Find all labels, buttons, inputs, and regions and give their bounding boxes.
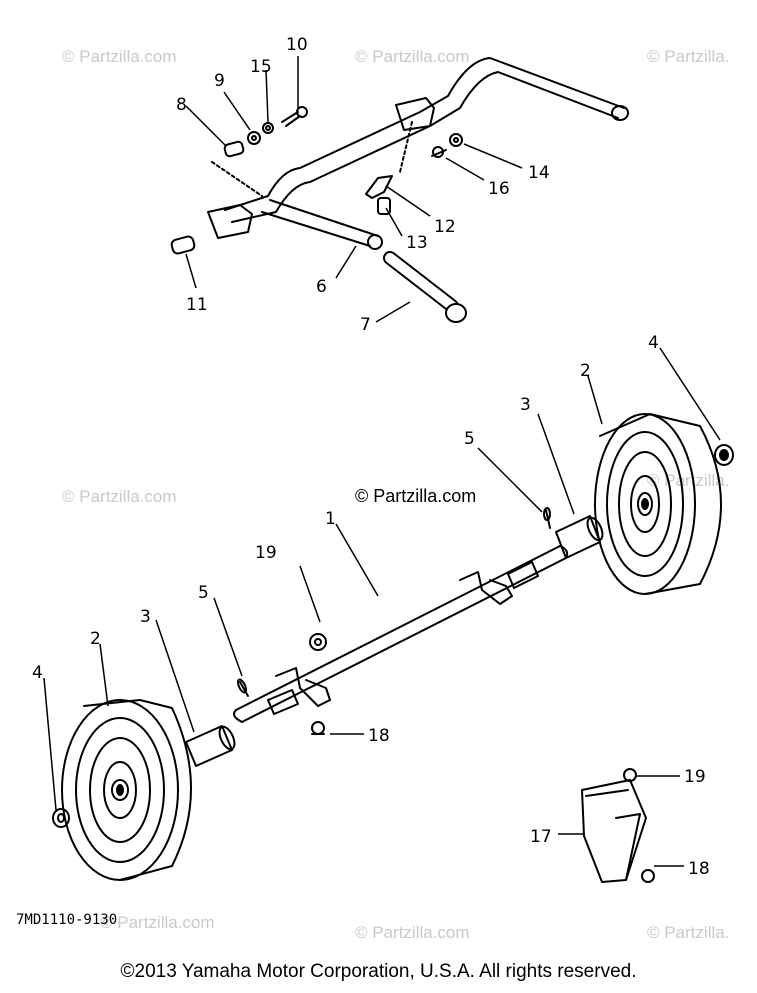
callout-number: 11 [186,295,208,315]
watermark: © Partzilla.com [62,487,177,506]
callout-number: 5 [198,583,209,603]
watermark: © Partzilla.com [355,486,476,506]
callout-number: 15 [250,57,272,77]
watermark: © Partzilla.com [62,47,177,66]
watermark: © Partzilla. [647,923,729,942]
callout-number: 4 [32,663,43,683]
callout-number: 6 [316,277,327,297]
callout-number: 19 [684,767,706,787]
callout-number: 18 [368,726,390,746]
callouts: 1 2 2 3 3 4 4 5 5 6 7 8 9 10 11 12 13 14… [32,35,710,879]
callout-number: 3 [520,395,531,415]
watermark: © Partzilla.com [355,923,470,942]
callout-number: 9 [214,71,225,91]
leader-lines [43,56,721,867]
handlebar-drawing [170,57,629,323]
callout-number: 13 [406,233,428,253]
callout-number: 16 [488,179,510,199]
callout-number: 5 [464,429,475,449]
watermark: © Partzilla.com [355,47,470,66]
callout-number: 19 [255,543,277,563]
callout-number: 2 [580,361,591,381]
callout-number: 7 [360,315,371,335]
axle-drawing [52,413,734,883]
callout-number: 2 [90,629,101,649]
callout-number: 10 [286,35,308,55]
diagram-code: 7MD1110-9130 [16,912,117,928]
watermark: © Partzilla.com [100,913,215,932]
callout-number: 3 [140,607,151,627]
callout-number: 17 [530,827,552,847]
callout-number: 18 [688,859,710,879]
copyright-notice: ©2013 Yamaha Motor Corporation, U.S.A. A… [120,961,637,982]
watermark: © Partzilla. [647,47,729,66]
callout-number: 4 [648,333,659,353]
watermarks: © Partzilla.com © Partzilla.com © Partzi… [62,47,729,942]
callout-number: 14 [528,163,550,183]
callout-number: 12 [434,217,456,237]
callout-number: 1 [325,509,336,529]
callout-number: 8 [176,95,187,115]
